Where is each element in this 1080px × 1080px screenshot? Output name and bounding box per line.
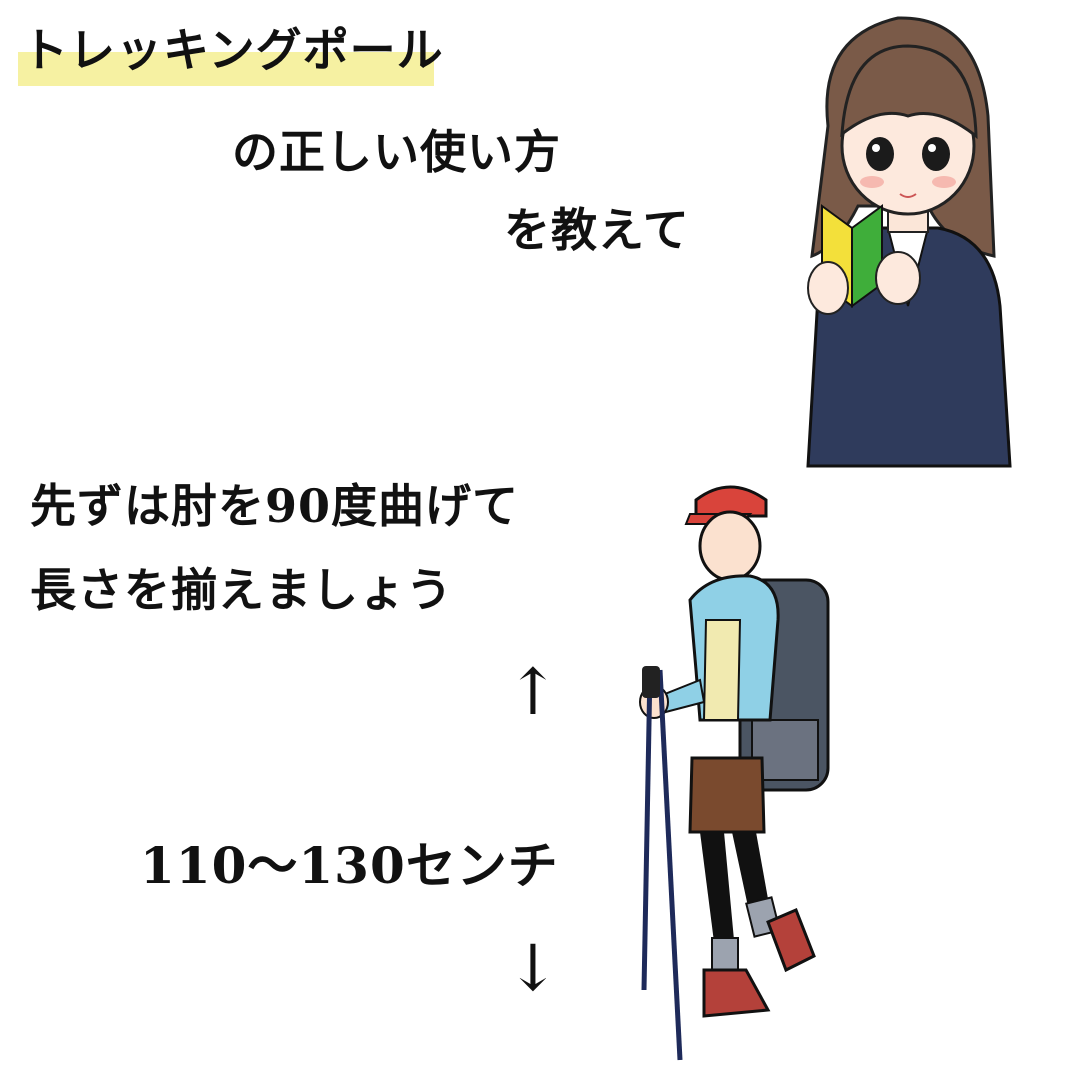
instruction-line-2: 長さを揃えましょう	[30, 563, 453, 617]
title-highlight	[18, 52, 434, 86]
arrow-down-icon: ↓	[506, 932, 560, 1006]
pole-length-range: 110〜130センチ	[140, 836, 559, 895]
woman-illustration	[806, 16, 1012, 468]
title-line-1: トレッキングポール	[22, 23, 444, 77]
hiker-illustration	[639, 485, 830, 1061]
instruction-line-1: 先ずは肘を90度曲げて	[30, 479, 520, 533]
arrow-up-icon: ↑	[506, 656, 560, 730]
title-line-2: の正しい使い方	[232, 125, 561, 179]
title-line-3: を教えて	[504, 203, 690, 257]
